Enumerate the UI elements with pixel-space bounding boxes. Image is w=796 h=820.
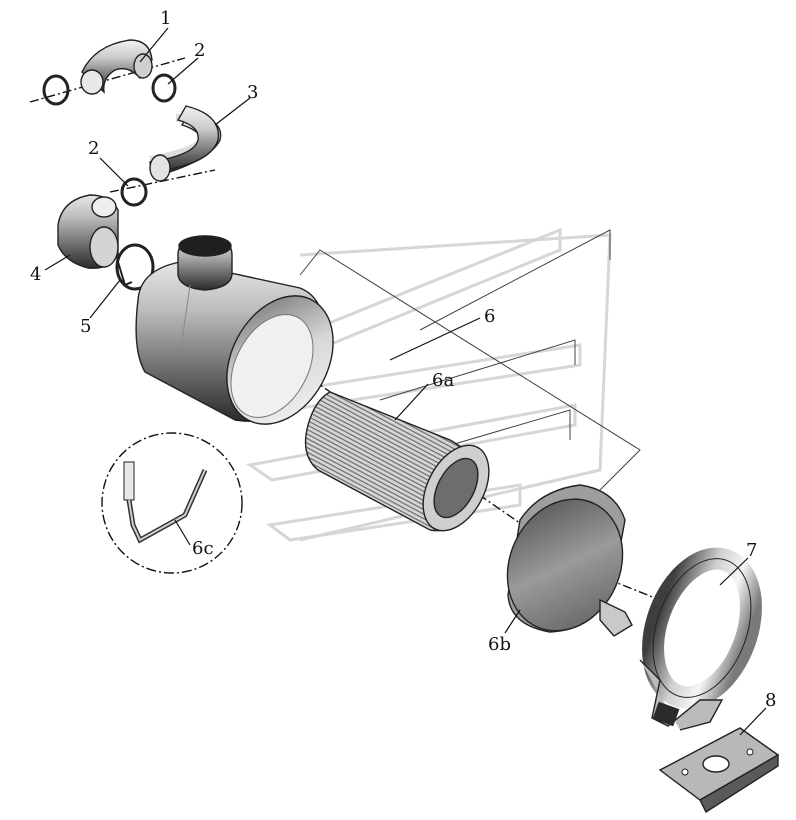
label-5: 5 (80, 316, 91, 337)
label-3: 3 (247, 82, 258, 103)
detail-circle-6c (101, 432, 243, 574)
curved-hose-3 (149, 105, 222, 182)
callout-labels: 1 2 3 2 4 5 6 6a 6b 6c 7 8 (30, 8, 776, 711)
filter-housing-6 (135, 235, 334, 425)
hose-clamp-2b (120, 177, 148, 207)
label-6: 6 (484, 306, 495, 327)
filter-element-6a (304, 391, 490, 532)
elbow-hose-1 (80, 39, 153, 95)
hose-clamp-2a (42, 73, 177, 106)
band-clamp-5 (115, 243, 155, 291)
end-cap-6b (506, 484, 633, 637)
elbow-fitting-4 (57, 194, 119, 269)
label-1: 1 (160, 8, 171, 29)
label-2-lower: 2 (88, 138, 99, 159)
label-4: 4 (30, 264, 41, 285)
explosion-planes (299, 229, 641, 491)
bracket-plate-8 (658, 727, 780, 814)
label-6a: 6a (432, 370, 454, 391)
label-6b: 6b (488, 634, 511, 655)
callout-leaders (44, 27, 767, 736)
label-7: 7 (746, 540, 757, 561)
mounting-band-7 (639, 547, 762, 731)
label-6c: 6c (192, 538, 214, 559)
label-8: 8 (765, 690, 776, 711)
label-2-upper: 2 (194, 40, 205, 61)
